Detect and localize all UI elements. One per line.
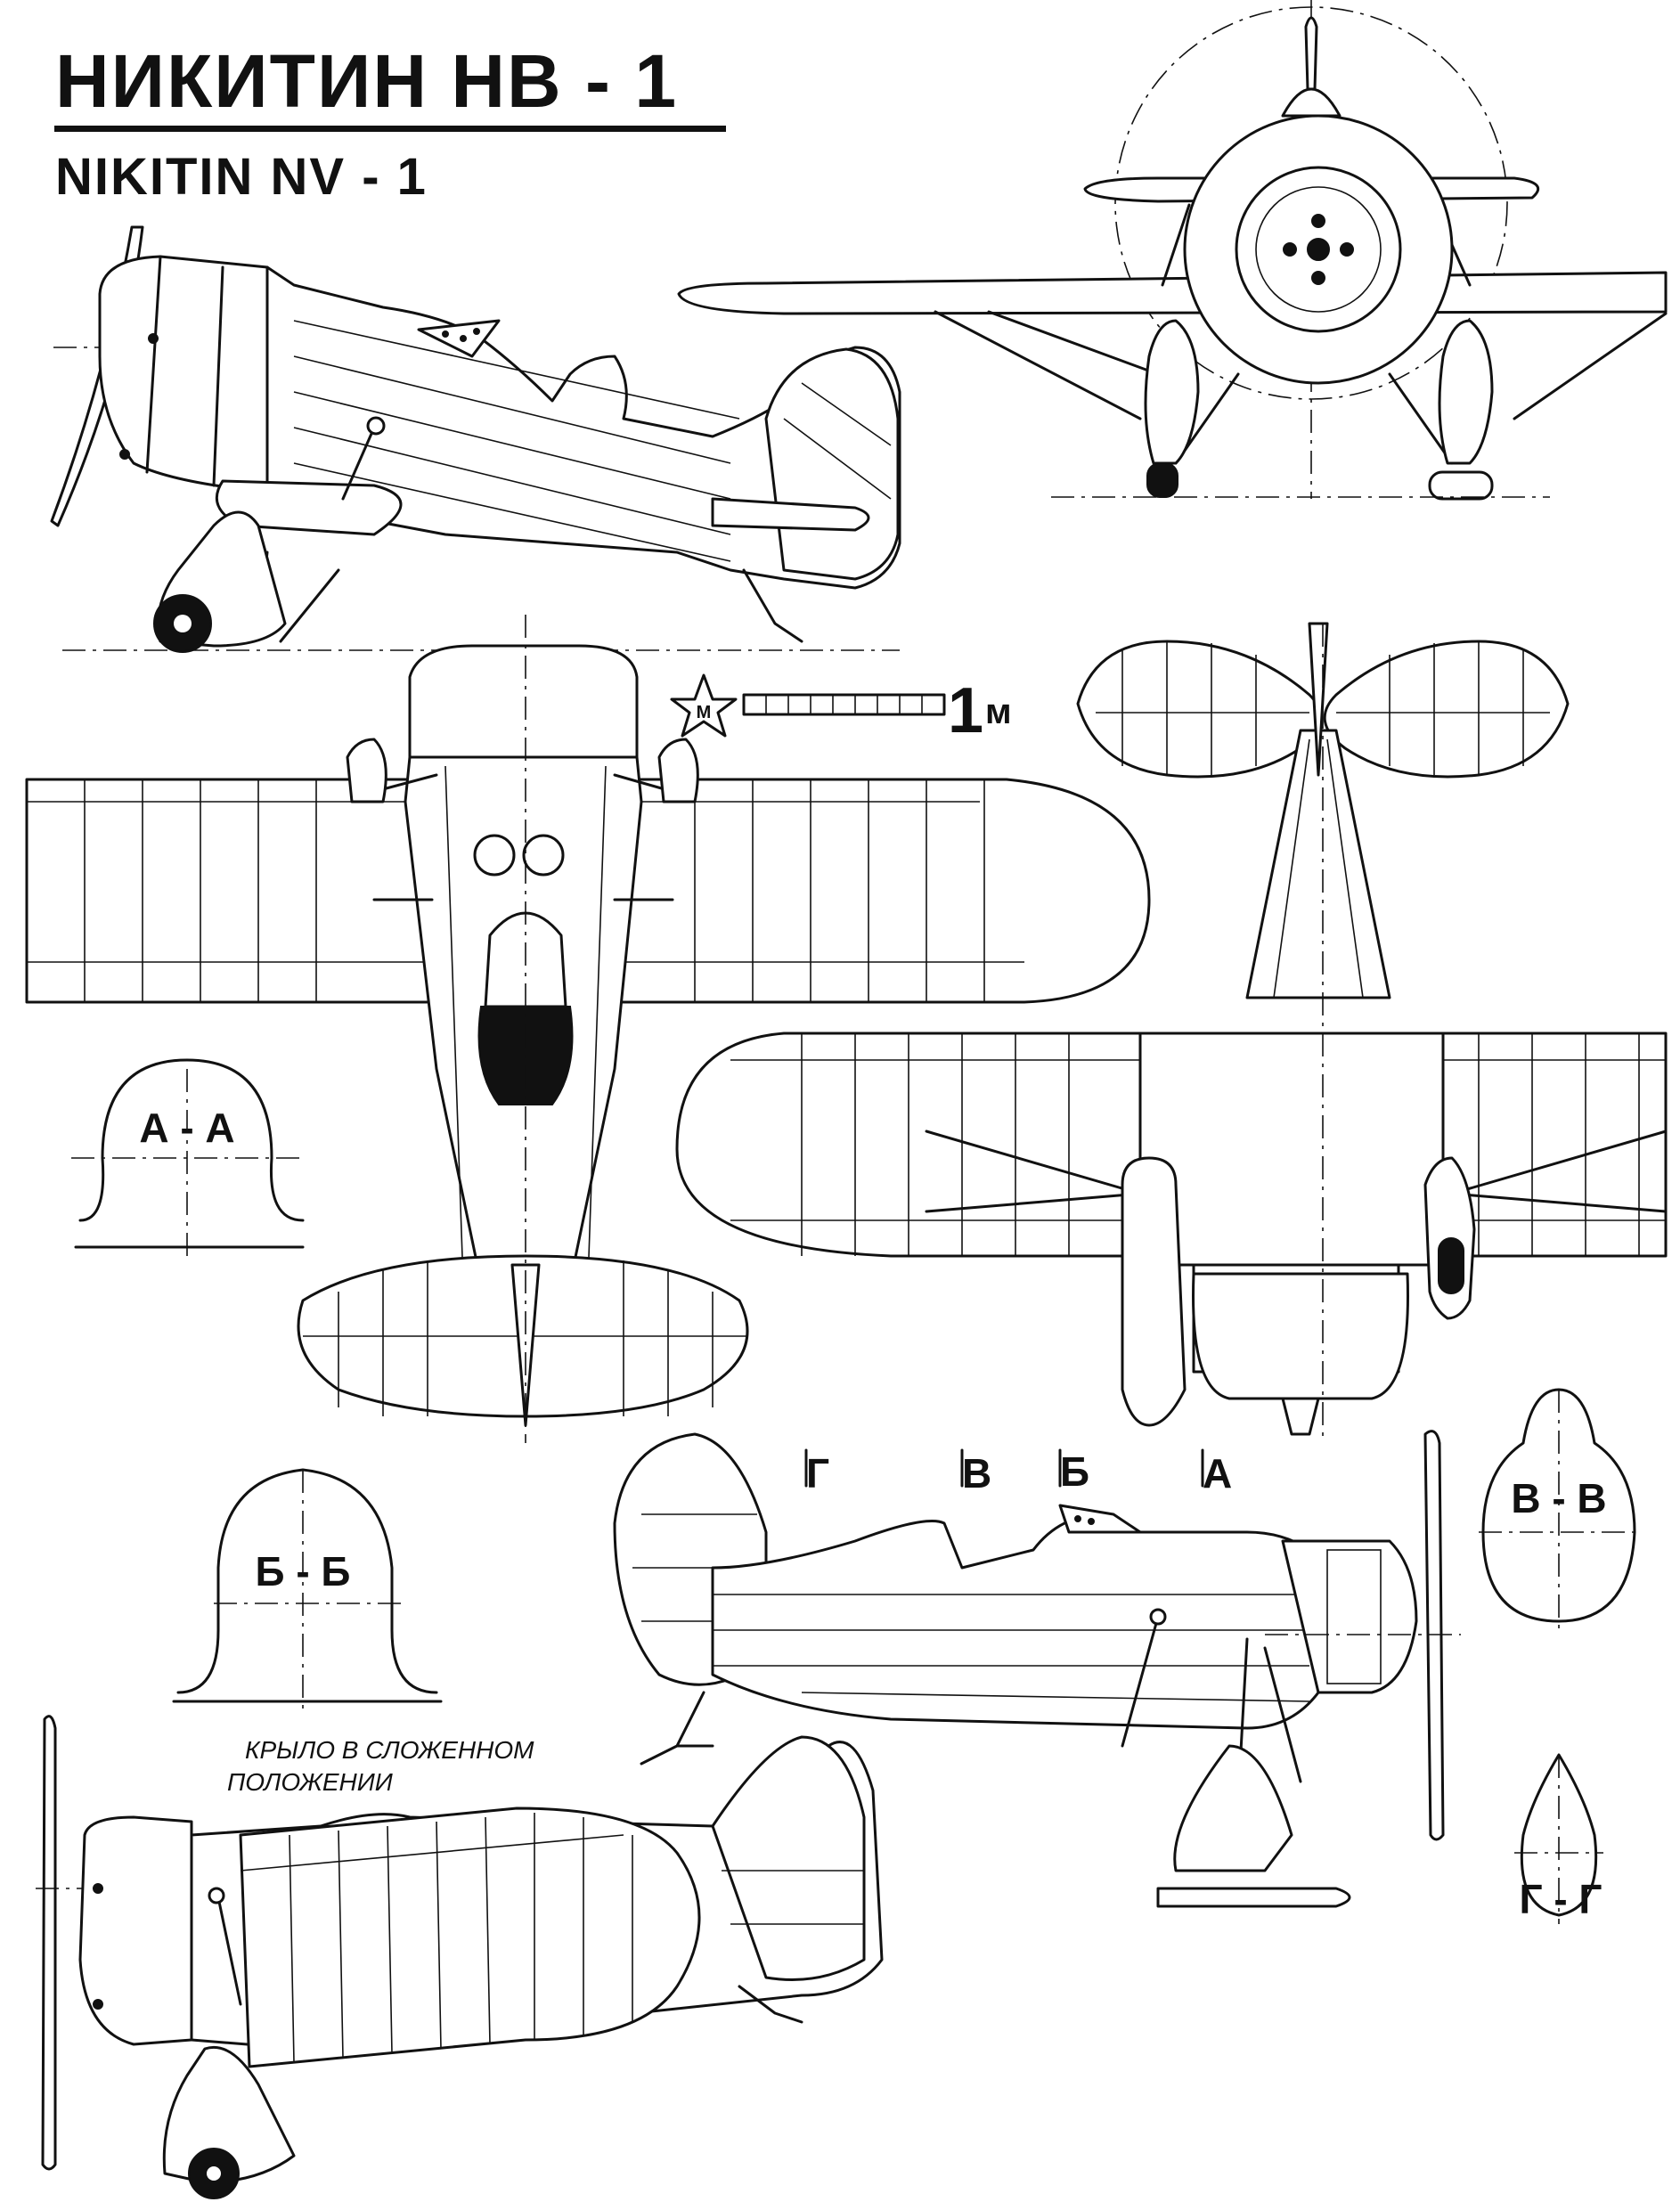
bottom-view-right-stabilizer bbox=[1323, 640, 1570, 779]
station-label-g: Г bbox=[806, 1450, 829, 1497]
top-view bbox=[25, 615, 1151, 1443]
front-right-wheel-fairing bbox=[1438, 319, 1494, 465]
scale-unit: м bbox=[985, 692, 1012, 731]
section-label-a-a: А - А bbox=[139, 1105, 234, 1151]
folded-wing-note: КРЫЛО В СЛОЖЕННОМ ПОЛОЖЕНИИ bbox=[227, 1736, 534, 1796]
section-label-v-v: В - В bbox=[1511, 1475, 1606, 1521]
station-label-v: В bbox=[962, 1450, 991, 1497]
section-label-b-b: Б - Б bbox=[255, 1548, 350, 1594]
side-tail-fin bbox=[764, 347, 900, 581]
folded-propeller bbox=[41, 1715, 57, 2171]
side-view-folded-wing bbox=[36, 1715, 884, 2199]
title-underline bbox=[54, 126, 726, 132]
front-propeller-blade bbox=[1304, 16, 1318, 91]
front-left-wheel-fairing bbox=[1144, 319, 1200, 465]
folded-wing-panel bbox=[239, 1806, 701, 2068]
side2-fuselage bbox=[711, 1513, 1320, 1730]
scale-ruler bbox=[742, 693, 946, 716]
note-line-1: КРЫЛО В СЛОЖЕННОМ bbox=[245, 1736, 534, 1764]
station-label-b: Б bbox=[1060, 1448, 1089, 1495]
section-g-g: Г - Г bbox=[1514, 1753, 1603, 1924]
folded-tail-fin bbox=[711, 1735, 866, 1981]
bottom-view bbox=[675, 622, 1668, 1443]
folded-cowling bbox=[78, 1815, 193, 2046]
title-english: NIKITIN NV - 1 bbox=[55, 148, 428, 206]
bottom-view-belly bbox=[1192, 1272, 1409, 1400]
side2-engine bbox=[1281, 1539, 1418, 1694]
side-view-lower: Г В Б А bbox=[613, 1430, 1461, 1908]
title-russian: НИКИТИН НВ - 1 bbox=[55, 39, 678, 123]
red-star-emblem bbox=[670, 673, 738, 738]
scale-value: 1 bbox=[948, 675, 983, 746]
scale-bar: М 1 м bbox=[670, 673, 1012, 746]
front-view bbox=[677, 0, 1668, 501]
side2-propeller bbox=[1423, 1430, 1445, 1841]
side2-main-gear-fairing bbox=[1173, 1744, 1293, 1872]
bottom-view-left-wheel bbox=[1121, 1156, 1187, 1427]
bottom-view-center-section bbox=[1138, 1032, 1445, 1267]
title-block: НИКИТИН НВ - 1 NIKITIN NV - 1 bbox=[54, 39, 726, 206]
section-b-b: Б - Б bbox=[172, 1468, 443, 1710]
folded-main-gear-fairing bbox=[162, 2045, 296, 2184]
section-a-a: А - А bbox=[71, 1058, 305, 1256]
section-label-g-g: Г - Г bbox=[1519, 1876, 1602, 1922]
star-letter: М bbox=[697, 703, 712, 722]
front-lower-wing bbox=[677, 271, 1668, 315]
station-label-a: А bbox=[1203, 1450, 1232, 1497]
top-view-cowling bbox=[408, 644, 639, 759]
note-line-2: ПОЛОЖЕНИИ bbox=[227, 1768, 394, 1796]
bottom-view-left-stabilizer bbox=[1076, 640, 1323, 779]
section-v-v: В - В bbox=[1479, 1388, 1639, 1630]
side-view-upper bbox=[50, 225, 901, 653]
